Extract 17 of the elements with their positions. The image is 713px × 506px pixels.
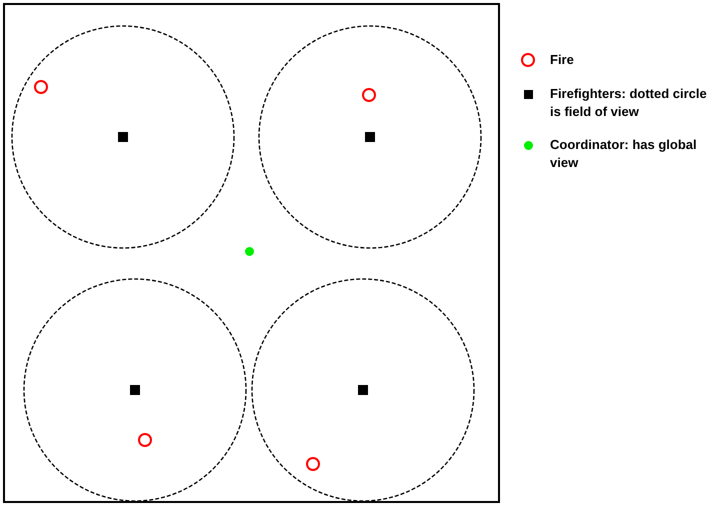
fire-marker (34, 80, 48, 94)
area-frame (3, 3, 500, 503)
field-of-view-circle (23, 278, 247, 502)
fire-marker (362, 88, 376, 102)
field-of-view-circle (11, 25, 235, 249)
fire-marker (138, 433, 152, 447)
firefighter-marker (358, 385, 368, 395)
field-of-view-circle (251, 278, 475, 502)
firefighter-marker (130, 385, 140, 395)
legend-label: Fire (550, 51, 574, 69)
legend-label: Firefighters: dotted circle is field of view (550, 85, 708, 121)
field-of-view-circle (258, 25, 482, 249)
coordinator-marker (245, 247, 254, 256)
legend-label: Coordinator: has global view (550, 136, 698, 172)
firefighter-marker (118, 132, 128, 142)
firefighter-marker (365, 132, 375, 142)
fire-marker (306, 457, 320, 471)
